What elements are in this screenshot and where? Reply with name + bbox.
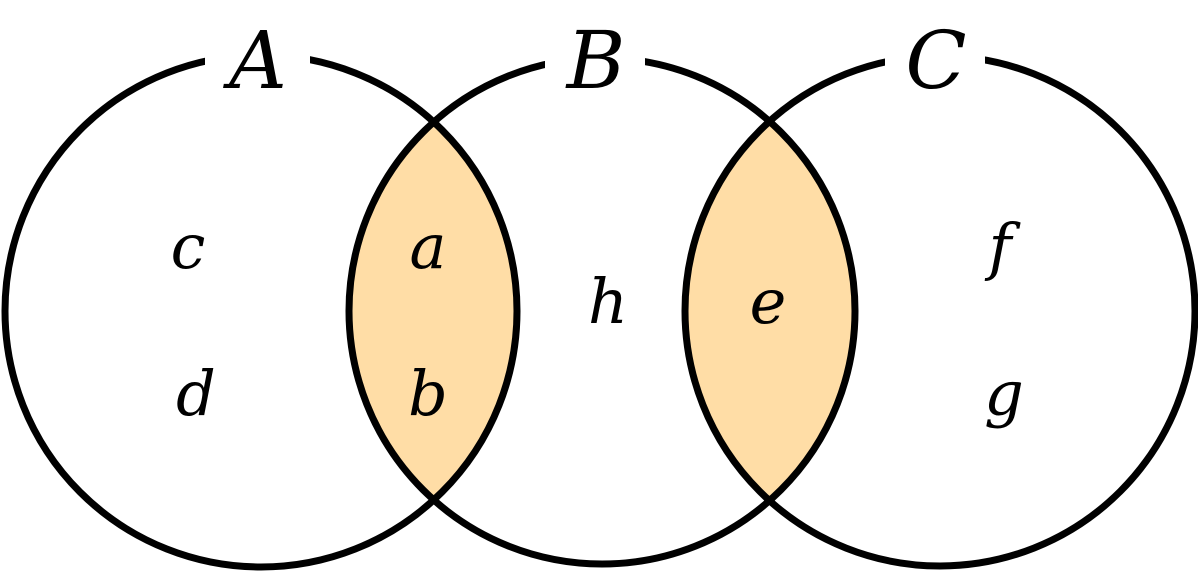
element-f: f bbox=[985, 210, 1022, 283]
intersection-a-b bbox=[349, 58, 517, 564]
element-g: g bbox=[984, 357, 1024, 430]
element-c: c bbox=[171, 210, 206, 283]
intersection-b-c bbox=[685, 58, 855, 564]
set-label-c: C bbox=[905, 14, 966, 107]
element-a: a bbox=[410, 210, 447, 283]
set-label-a: A bbox=[222, 14, 287, 107]
set-label-b: B bbox=[565, 14, 626, 107]
element-d: d bbox=[176, 357, 216, 430]
element-e: e bbox=[750, 265, 787, 338]
element-h: h bbox=[588, 265, 628, 338]
element-b: b bbox=[408, 357, 448, 430]
